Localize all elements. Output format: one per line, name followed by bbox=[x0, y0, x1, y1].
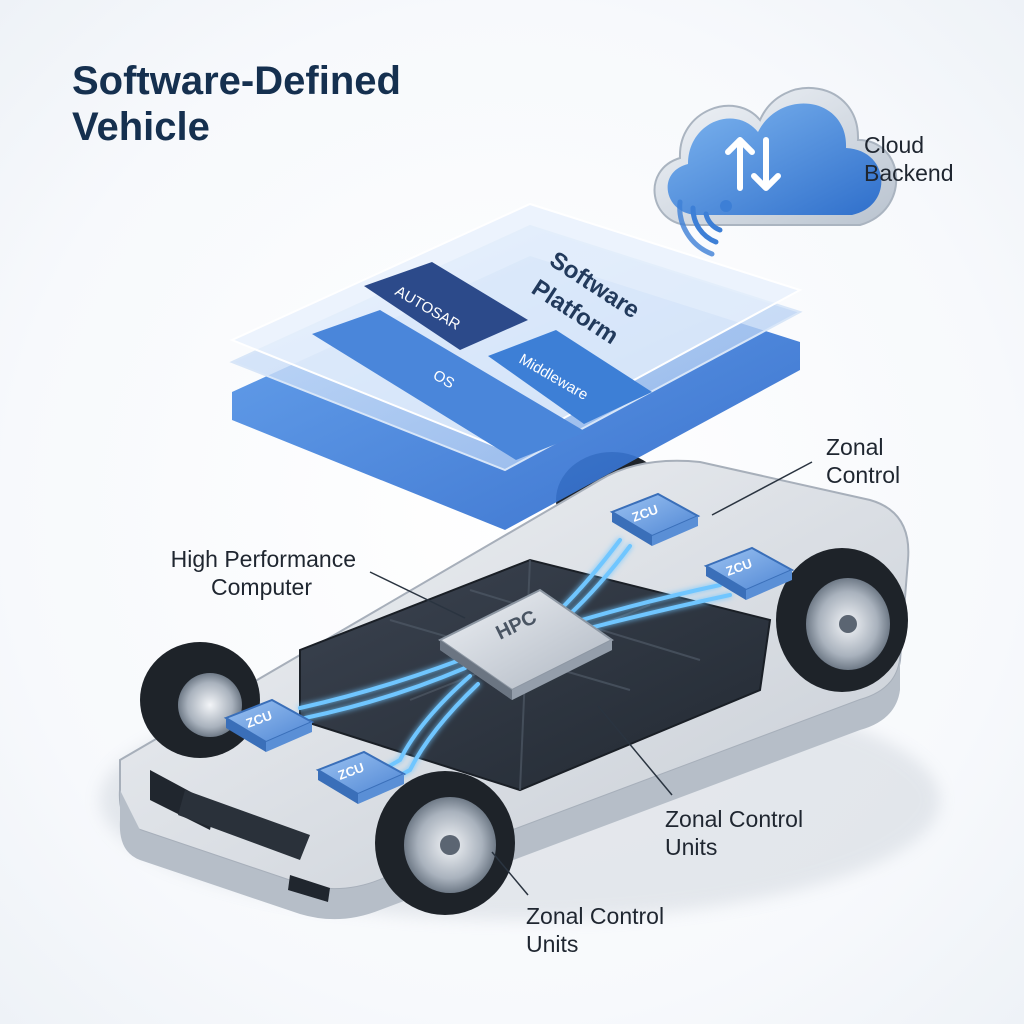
hpc-label-line2: Computer bbox=[211, 574, 312, 600]
bumper-vent bbox=[288, 875, 330, 902]
zcu-mid-line2: Units bbox=[665, 834, 718, 860]
zcu-module-rear-left bbox=[609, 492, 701, 546]
leader-zcu-mid bbox=[597, 705, 673, 796]
zonal-control-line1: Zonal bbox=[826, 434, 884, 460]
zcu-module-front-left bbox=[223, 698, 315, 752]
zcu-label-mid: Zonal Control Units bbox=[665, 805, 803, 861]
software-platform-stack bbox=[229, 202, 803, 530]
cloud-label-line2: Backend bbox=[864, 160, 954, 186]
wheel-front-right bbox=[375, 771, 515, 915]
leader-zonal-control bbox=[711, 461, 813, 516]
leader-lines bbox=[369, 461, 813, 896]
autosar-block bbox=[364, 262, 528, 350]
title-line1: Software-Defined bbox=[72, 59, 401, 103]
sync-arrows-icon bbox=[725, 137, 781, 191]
leader-hpc bbox=[369, 571, 466, 619]
zcu-module-rear-right bbox=[703, 546, 795, 600]
os-block bbox=[312, 310, 586, 460]
cloud-backend-icon bbox=[653, 86, 898, 226]
page-title: Software-Defined Vehicle bbox=[72, 58, 401, 150]
vehicle-chassis bbox=[118, 452, 910, 920]
zcu-mid-line1: Zonal Control bbox=[665, 806, 804, 832]
zonal-control-line2: Control bbox=[826, 462, 901, 488]
title-line2: Vehicle bbox=[72, 105, 210, 149]
hpc-chip bbox=[438, 588, 614, 700]
wheel-rear-right bbox=[776, 548, 908, 692]
cloud-backend-label: Cloud Backend bbox=[864, 131, 954, 187]
platform-top-layer bbox=[229, 202, 803, 452]
zonal-control-label: Zonal Control bbox=[826, 433, 900, 489]
hpc-label: High Performance Computer bbox=[144, 545, 356, 601]
wheel-front-left bbox=[140, 642, 260, 758]
zcu-bottom-line2: Units bbox=[526, 931, 579, 957]
wireless-signal-icon bbox=[677, 199, 732, 257]
wiring-harness bbox=[298, 538, 732, 792]
leader-zcu-bottom bbox=[491, 851, 529, 896]
front-plate-slot bbox=[178, 790, 310, 860]
zcu-module-front-right bbox=[315, 750, 407, 804]
zcu-label-bottom: Zonal Control Units bbox=[526, 902, 664, 958]
hpc-label-line1: High Performance bbox=[170, 546, 356, 572]
zcu-bottom-line1: Zonal Control bbox=[526, 903, 665, 929]
cloud-label-line1: Cloud bbox=[864, 132, 925, 158]
middleware-block bbox=[488, 330, 652, 424]
